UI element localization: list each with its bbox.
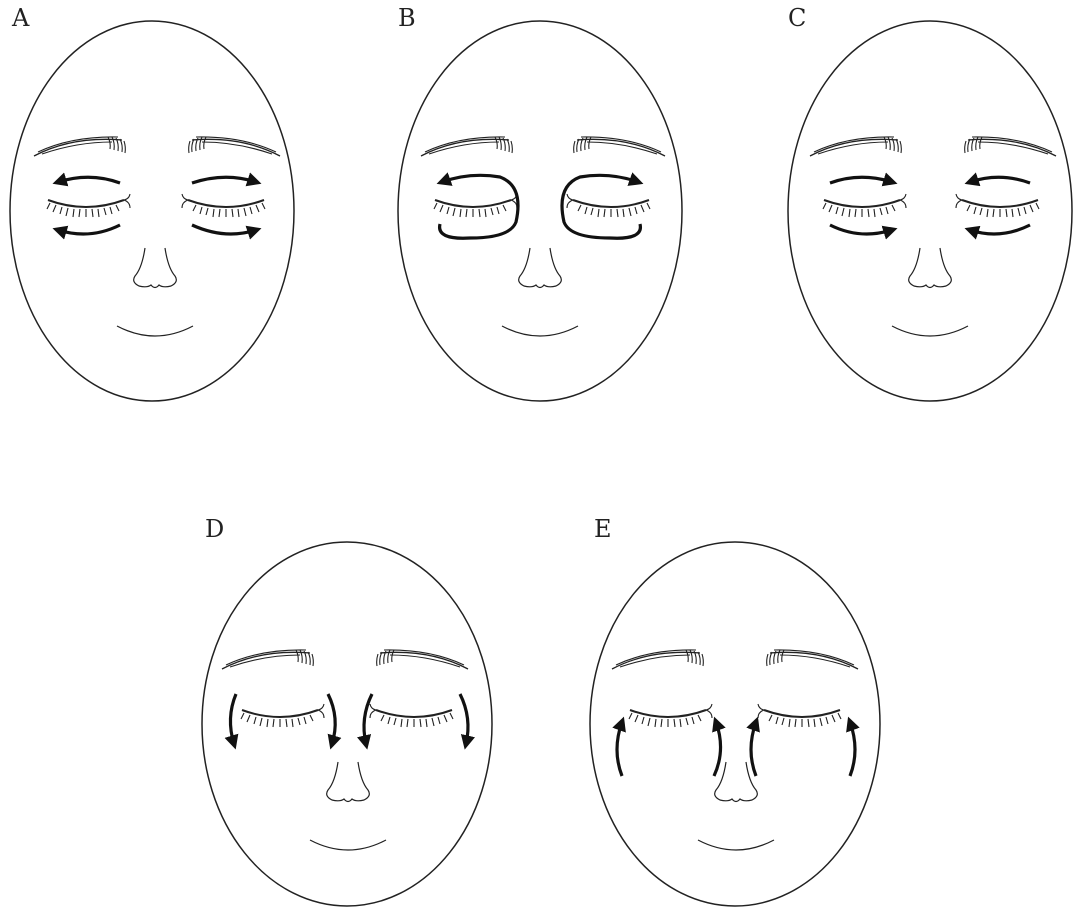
face-outline xyxy=(202,542,492,906)
massage-arrows-inward xyxy=(830,177,1030,234)
left-eyebrow xyxy=(222,650,313,669)
panel-a: A xyxy=(10,4,294,401)
panel-b-label: B xyxy=(398,4,416,32)
right-eyebrow xyxy=(767,650,858,669)
left-eye xyxy=(434,194,517,217)
mouth xyxy=(310,840,386,850)
right-eye xyxy=(956,194,1039,217)
panel-d-label: D xyxy=(205,515,224,543)
right-eyebrow xyxy=(377,650,468,669)
panel-c: C xyxy=(788,4,1072,401)
mouth xyxy=(502,326,578,336)
panel-c-label: C xyxy=(788,4,806,32)
mouth xyxy=(892,326,968,336)
left-eyebrow xyxy=(810,137,901,156)
left-eye xyxy=(241,704,324,727)
mouth xyxy=(698,840,774,850)
left-eye xyxy=(47,194,130,217)
right-eyebrow xyxy=(189,137,280,156)
panel-e: E xyxy=(590,515,880,906)
face-outline xyxy=(788,21,1072,401)
nose xyxy=(715,762,758,802)
nose xyxy=(134,248,177,288)
panel-b: B xyxy=(398,4,682,401)
nose xyxy=(327,762,370,802)
nose xyxy=(909,248,952,288)
face-outline xyxy=(590,542,880,906)
mouth xyxy=(117,326,193,336)
massage-arrows-up xyxy=(617,722,855,776)
right-eyebrow xyxy=(574,137,665,156)
massage-arrows-outward xyxy=(58,177,256,234)
left-eyebrow xyxy=(34,137,125,156)
panel-d: D xyxy=(202,515,492,906)
panel-e-label: E xyxy=(594,515,612,543)
right-eye xyxy=(567,194,650,217)
panel-a-label: A xyxy=(11,4,30,32)
left-eyebrow xyxy=(612,650,703,669)
left-eye xyxy=(823,194,906,217)
right-eye xyxy=(758,704,841,727)
right-eyebrow xyxy=(965,137,1056,156)
right-eye xyxy=(370,704,453,727)
nose xyxy=(519,248,562,288)
left-eye xyxy=(629,704,712,727)
left-eyebrow xyxy=(421,137,512,156)
right-eye xyxy=(182,194,265,217)
